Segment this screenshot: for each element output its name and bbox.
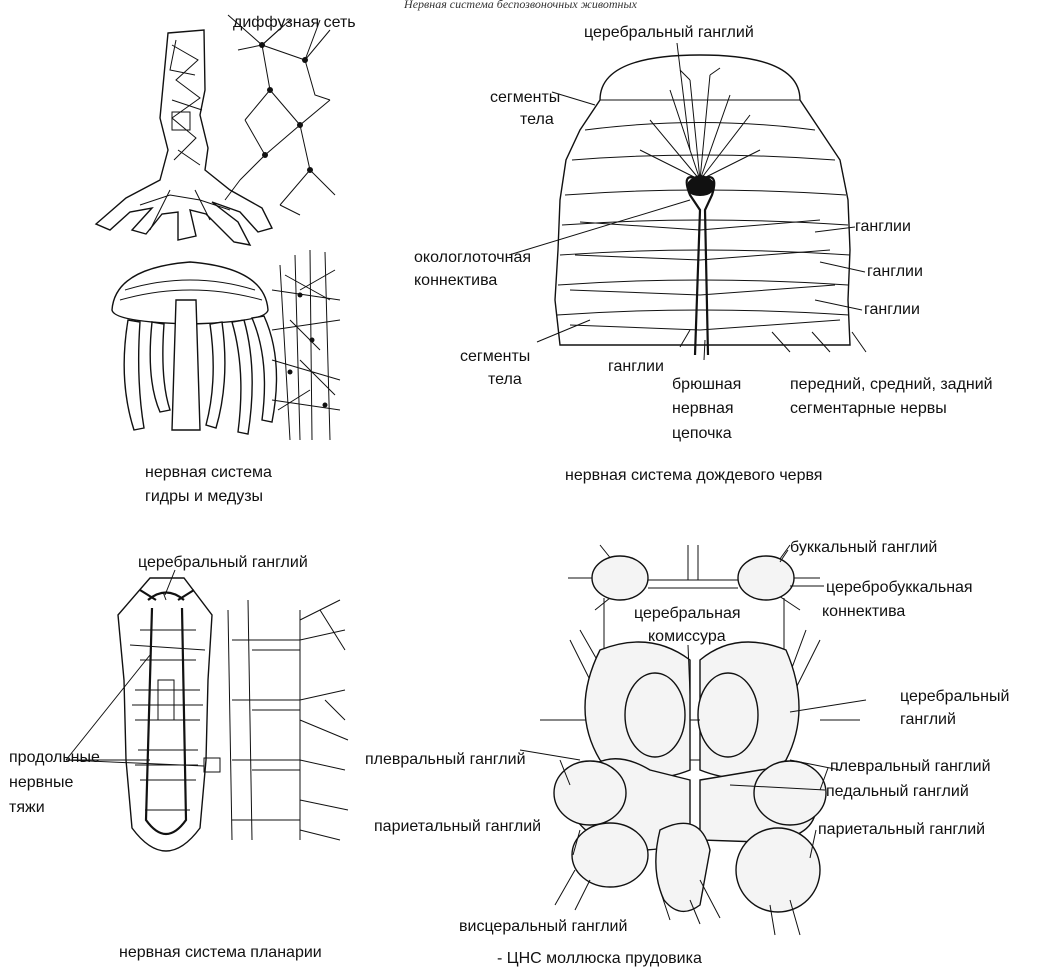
label-ventral-chain-1: брюшная xyxy=(672,375,741,395)
label-worm-ganglia-1: ганглии xyxy=(855,217,911,237)
diffuse-net-drawing xyxy=(225,15,335,215)
label-cerebral-ganglion-1: церебральный xyxy=(900,687,1009,707)
label-worm-ganglia-3: ганглии xyxy=(864,300,920,320)
label-longitudinal-2: нервные xyxy=(9,773,73,793)
caption-planaria: нервная система планарии xyxy=(119,942,322,964)
earthworm-drawing xyxy=(509,43,866,360)
caption-hydra-line1: нервная система xyxy=(145,462,272,484)
label-parietal-left: париетальный ганглий xyxy=(374,817,541,837)
label-pharyngeal-connective-1: окологлоточная xyxy=(414,248,531,268)
label-cerebral-commissure-1: церебральная xyxy=(634,604,741,624)
caption-worm: нервная система дождевого червя xyxy=(565,465,822,487)
hydra-drawing xyxy=(96,30,272,245)
caption-mollusc: - ЦНС моллюска прудовика xyxy=(497,948,702,970)
label-ventral-chain-3: цепочка xyxy=(672,424,732,444)
label-diffuse-net: диффузная сеть xyxy=(233,13,356,33)
label-pleural-right: плевральный ганглий xyxy=(830,757,991,777)
label-planaria-cerebral-ganglion: церебральный ганглий xyxy=(138,553,308,573)
label-pleural-left: плевральный ганглий xyxy=(365,750,526,770)
caption-hydra-line2: гидры и медузы xyxy=(145,486,263,508)
label-worm-segments-bottom-1: сегменты xyxy=(460,347,530,367)
planaria-net-drawing xyxy=(228,600,348,840)
label-cerebrobuccal-1: церебробуккальная xyxy=(826,578,973,598)
planaria-drawing xyxy=(66,570,220,851)
label-buccal-ganglion: буккальный ганглий xyxy=(790,538,937,558)
label-worm-segments-top-1: сегменты xyxy=(490,88,560,108)
label-worm-cerebral-ganglion: церебральный ганглий xyxy=(584,23,754,43)
label-pharyngeal-connective-2: коннектива xyxy=(414,271,497,291)
label-cerebral-ganglion-2: ганглий xyxy=(900,710,956,730)
label-cerebrobuccal-2: коннектива xyxy=(822,602,905,622)
label-longitudinal-3: тяжи xyxy=(9,798,45,818)
medusa-net-drawing xyxy=(272,250,340,440)
label-segmental-nerves-1: передний, средний, задний xyxy=(790,375,993,395)
label-worm-ganglia-bottom: ганглии xyxy=(608,357,664,377)
label-worm-ganglia-2: ганглии xyxy=(867,262,923,282)
label-segmental-nerves-2: сегментарные нервы xyxy=(790,399,947,419)
label-pedal: педальный ганглий xyxy=(826,782,969,802)
medusa-drawing xyxy=(112,262,277,434)
label-parietal-right: париетальный ганглий xyxy=(818,820,985,840)
label-longitudinal-1: продольные xyxy=(9,748,100,768)
label-worm-segments-top-2: тела xyxy=(520,110,554,130)
label-worm-segments-bottom-2: тела xyxy=(488,370,522,390)
label-visceral: висцеральный ганглий xyxy=(459,917,627,937)
label-ventral-chain-2: нервная xyxy=(672,399,734,419)
label-cerebral-commissure-2: комиссура xyxy=(648,627,726,647)
